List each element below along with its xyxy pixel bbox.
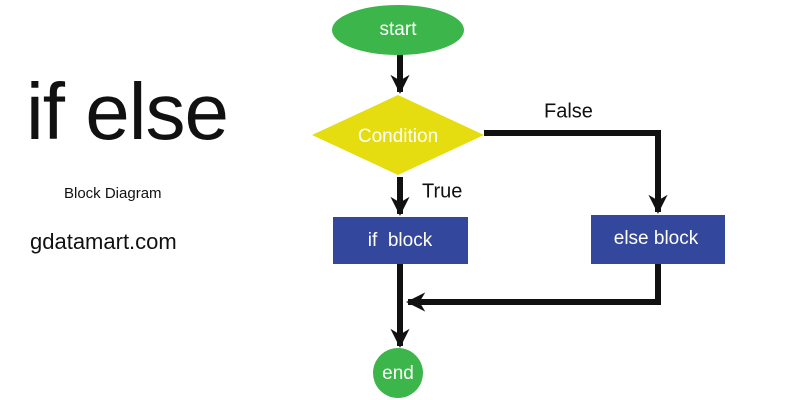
website-label: gdatamart.com (30, 229, 177, 254)
else-block-node-shape (591, 215, 725, 264)
end-node-label: end (382, 363, 414, 384)
condition-node: Condition (312, 95, 484, 175)
if-block-node-label: if block (368, 230, 433, 251)
end-node-shape (373, 348, 423, 398)
else-block-node-label: else block (614, 228, 699, 249)
condition-node-label: Condition (358, 126, 438, 147)
flow-edges (390, 52, 668, 348)
condition-node-shape (312, 95, 484, 175)
if-block-node: if block (333, 217, 468, 264)
edge-else-block-to-end (406, 264, 661, 312)
start-node: start (332, 5, 464, 55)
else-block-node: else block (591, 215, 725, 264)
start-node-shape (332, 5, 464, 55)
edge-label-false: False (544, 100, 593, 122)
start-node-label: start (380, 19, 418, 40)
page-subtitle: Block Diagram (64, 185, 162, 202)
page-title: if else (26, 67, 229, 156)
edge-label-true: True (422, 180, 462, 202)
if-block-node-shape (333, 217, 468, 264)
end-node: end (373, 348, 423, 398)
edge-condition-to-else-block (484, 130, 668, 214)
